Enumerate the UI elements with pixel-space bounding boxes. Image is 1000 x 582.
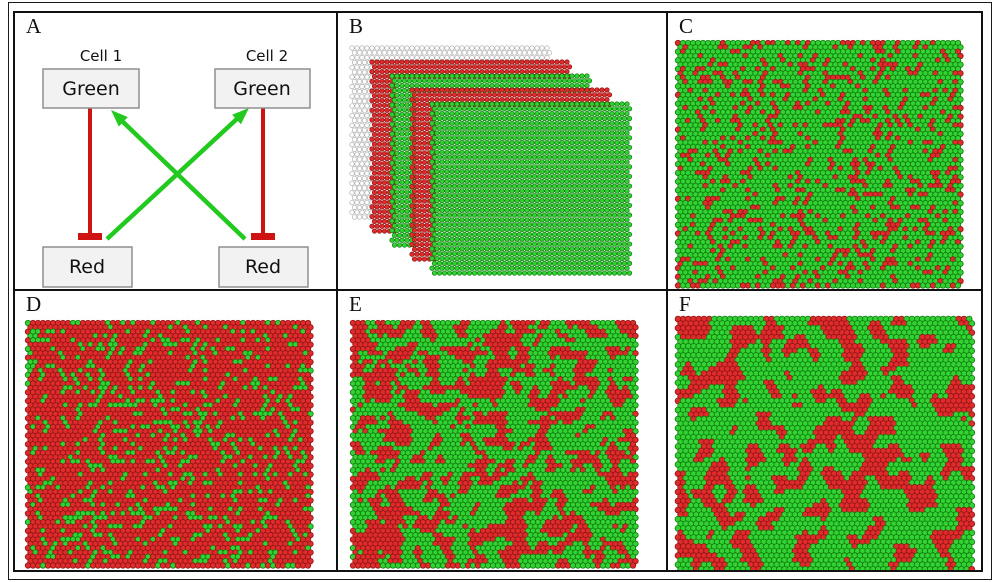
cell2-title: Cell 2 (246, 47, 288, 65)
cell2-green-node-box (214, 68, 311, 109)
panel-d: D (15, 291, 336, 570)
cell2-red-node-box (218, 246, 309, 288)
cell1-inhibition-bar (78, 108, 102, 240)
panel-b: B (338, 13, 666, 289)
panel-e: E (338, 291, 666, 570)
panel-c: C (668, 13, 981, 289)
panel-f-label: F (679, 292, 691, 316)
cell1-title: Cell 1 (80, 47, 122, 65)
panel-f: F (668, 291, 981, 570)
panel-d-label: D (26, 292, 42, 316)
panel-a: A (15, 13, 336, 289)
panel-b-label: B (349, 14, 364, 38)
cell1-red-node-label: Red (69, 256, 105, 278)
cell2red-to-cell1green-arrow (111, 110, 247, 241)
cell2-red-node-label: Red (245, 256, 281, 278)
panel-a-label: A (26, 14, 42, 38)
lattice-snapshot-large-clusters (674, 315, 976, 570)
column-divider-2 (666, 13, 668, 570)
cell2-green-node-label: Green (233, 78, 291, 100)
panel-c-label: C (679, 14, 694, 38)
lattice-snapshot-small-clusters (349, 319, 639, 569)
row-divider (15, 289, 981, 291)
cell1-green-node-box (42, 68, 140, 109)
cell1-green-node-label: Green (62, 78, 120, 100)
layered-lattice-stack (349, 45, 633, 276)
cell2-inhibition-bar (251, 108, 275, 240)
lattice-snapshot-red-dominant (24, 319, 314, 569)
cell-network-diagram: Cell 1 Cell 2 Green Green Red Red (42, 47, 311, 288)
panel-grid: A (13, 11, 983, 572)
cell1-red-node-box (42, 246, 133, 288)
lattice-snapshot-green-dominant (674, 39, 964, 289)
cell1red-to-cell2green-arrow (105, 108, 249, 241)
column-divider-1 (336, 13, 338, 570)
panel-e-label: E (349, 292, 362, 316)
